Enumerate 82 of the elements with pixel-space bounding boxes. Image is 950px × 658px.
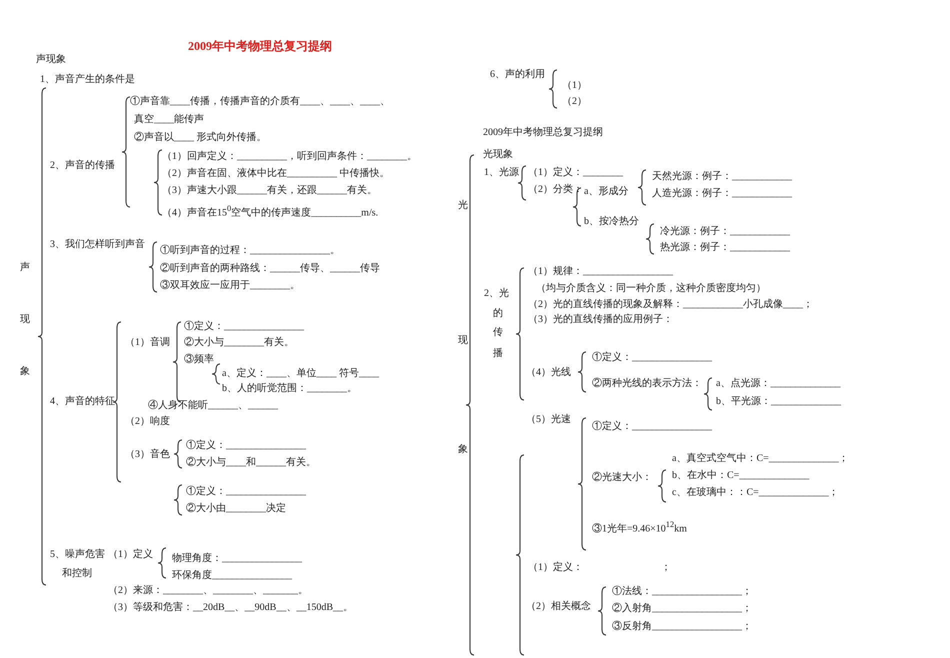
outline-text: b、按冷热分 — [584, 216, 639, 228]
outline-text: （2）分类： — [528, 184, 583, 196]
outline-text: 天然光源：例子：____________ — [652, 171, 792, 183]
outline-text: ①定义：________________ — [592, 352, 712, 364]
outline-text: （1） — [562, 80, 587, 92]
outline-text: 1、光源 — [484, 167, 519, 179]
outline-text: 象 — [20, 366, 30, 378]
outline-text: ①声音靠____传播，传播声音的介质有____、____、____、 — [130, 96, 390, 108]
outline-text: （2）响度 — [125, 416, 170, 428]
outline-text: 光 — [458, 200, 468, 212]
outline-text: ②两种光线的表示方法： — [592, 378, 702, 390]
outline-text: ①法线：__________________； — [612, 586, 752, 598]
outline-text: 传 — [493, 327, 503, 339]
outline-text: 真空____能传声 — [134, 114, 204, 126]
outline-text: 冷光源：例子：____________ — [660, 226, 790, 238]
outline-text: 5、噪声危害 — [50, 549, 105, 561]
outline-text: a、定义：____、单位____ 符号____ — [222, 368, 379, 380]
outline-text: （2） — [562, 96, 587, 108]
outline-text: ③双耳效应一应用于________。 — [160, 280, 300, 292]
outline-text: ②大小由________决定 — [186, 503, 286, 515]
outline-text: （2）来源：________、________、_______。 — [108, 585, 308, 597]
outline-text: 人造光源：例子：____________ — [652, 188, 792, 200]
outline-text: b、在水中：C=______________ — [672, 470, 810, 482]
outline-text: 物理角度：________________ — [172, 553, 302, 565]
outline-text: （5）光速 — [526, 414, 571, 426]
outline-text: 声 — [20, 262, 30, 274]
outline-text: ③1光年=9.46×10$^{12}$km — [592, 519, 687, 536]
outline-text: ②听到声音的两种路线：______传导、______传导 — [160, 263, 380, 275]
outline-text: ①听到声音的过程：________________。 — [160, 245, 340, 257]
outline-text: ①定义：________________ — [186, 486, 306, 498]
outline-text: 3、我们怎样听到声音 — [50, 239, 145, 251]
outline-text: （2）相关概念 — [526, 601, 591, 613]
outline-text: （3）声速大小跟______有关，还跟______有关。 — [162, 185, 377, 197]
outline-text: ； — [661, 562, 671, 574]
outline-text: 和控制 — [62, 568, 92, 580]
outline-text: （4）声音在15$^{0}$空气中的传声速度__________m/s. — [162, 203, 378, 220]
outline-text: a、形成分 — [584, 186, 628, 198]
outline-text: 2009年中考物理总复习提纲 — [483, 127, 603, 139]
outline-text: ③反射角__________________； — [612, 621, 752, 633]
outline-text: 象 — [458, 444, 468, 456]
outline-text: ④人身不能听______、______ — [148, 400, 278, 412]
outline-text: ①定义：________________ — [186, 440, 306, 452]
outline-text: ②声音以____ 形式向外传播。 — [134, 132, 266, 144]
outline-text: 现 — [458, 335, 468, 347]
outline-text: （1）音调 — [125, 337, 170, 349]
outline-text: 2、光 — [484, 288, 509, 300]
outline-text: 2、声音的传播 — [50, 160, 115, 172]
outline-text: ②入射角__________________； — [612, 603, 752, 615]
outline-text: ①定义：________________ — [184, 321, 304, 333]
outline-text: ③频率 — [184, 354, 214, 366]
outline-text: a、点光源：______________ — [716, 378, 840, 390]
outline-text: （1）定义： — [528, 562, 583, 574]
outline-text: 现 — [20, 314, 30, 326]
outline-text: ②大小与____和______有关。 — [186, 457, 316, 469]
outline-text: （1）规律：__________________ — [528, 266, 673, 278]
outline-text: （1）定义 — [108, 549, 153, 561]
outline-text: （4）光线 — [526, 367, 571, 379]
outline-text: 环保角度________________ — [172, 570, 292, 582]
outline-text: （3）等级和危害：__20dB__、__90dB__、__150dB__。 — [108, 602, 354, 614]
outline-text: （3）音色 — [125, 449, 170, 461]
title: 2009年中考物理总复习提纲 — [187, 38, 333, 55]
outline-text: c、在玻璃中：：C=______________； — [672, 487, 839, 499]
outline-text: （均与介质含义：同一种介质，这种介质密度均匀） — [536, 283, 766, 295]
outline-text: （1）回声定义：__________，听到回声条件：________。 — [162, 151, 417, 163]
outline-text: ②大小与________有关。 — [184, 337, 294, 349]
outline-text: b、人的听觉范围：________。 — [222, 383, 357, 395]
outline-text: 声现象 — [36, 54, 66, 66]
outline-text: ②光速大小： — [592, 472, 652, 484]
outline-text: a、真空式空气中：C=______________； — [672, 453, 849, 465]
outline-text: 6、声的利用 — [490, 69, 545, 81]
outline-text: 4、声音的特征 — [50, 396, 115, 408]
outline-text: 播 — [493, 348, 503, 360]
outline-text: 光现象 — [483, 149, 513, 161]
outline-text: b、平光源：______________ — [716, 396, 841, 408]
outline-text: （2）声音在固、液体中比在__________ 中传播快。 — [162, 168, 390, 180]
outline-text: （1）定义：________ — [528, 167, 623, 179]
outline-text: （2）光的直线传播的现象及解释：____________小孔成像____； — [528, 299, 813, 311]
outline-text: ①定义：________________ — [592, 421, 712, 433]
outline-text: 热光源：例子：____________ — [660, 242, 790, 254]
outline-text: （3）光的直线传播的应用例子： — [528, 314, 673, 326]
outline-text: 的 — [493, 308, 503, 320]
outline-text: 1、声音产生的条件是 — [40, 74, 135, 86]
